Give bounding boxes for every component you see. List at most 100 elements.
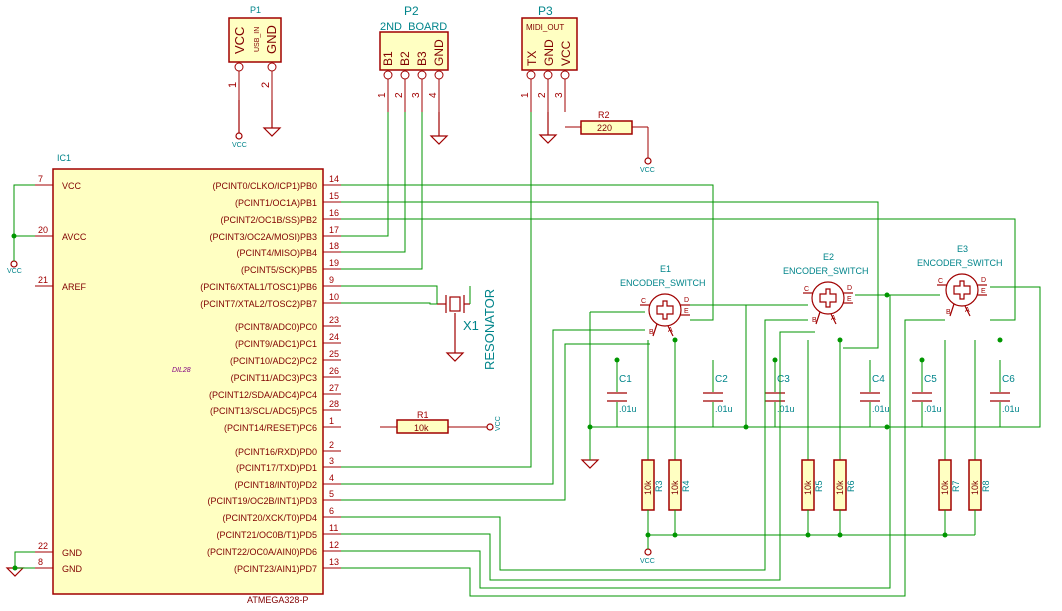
resistor-ref: R6 bbox=[846, 480, 856, 492]
ic1-pin-number: 14 bbox=[329, 174, 339, 184]
svg-text:VCC: VCC bbox=[7, 268, 22, 275]
connector-p3[interactable]: P3 MIDI_OUT TX GND VCC 1 2 3 bbox=[520, 4, 578, 112]
capacitor-c6[interactable]: C6.01u bbox=[990, 360, 1020, 427]
encoder-ref: E1 bbox=[660, 264, 671, 274]
ic1-pin-name: (PCINT20/XCK/T0)PD4 bbox=[222, 513, 317, 523]
p3-pin bbox=[543, 70, 553, 80]
p1-pin-label: GND bbox=[264, 25, 279, 54]
ic1-pin-name: GND bbox=[62, 564, 83, 574]
capacitor-value: .01u bbox=[1002, 404, 1020, 414]
capacitor-ref: C5 bbox=[924, 374, 937, 385]
ic1-pin-name: (PCINT4/MISO)PB4 bbox=[236, 248, 317, 258]
p1-body bbox=[228, 17, 282, 63]
svg-text:3: 3 bbox=[554, 92, 565, 98]
p3-pin bbox=[560, 70, 570, 80]
ic1-pin-name: (PCINT17/TXD)PD1 bbox=[236, 463, 317, 473]
p2-pin bbox=[383, 70, 393, 80]
p1-pin-num: 1 bbox=[227, 82, 239, 88]
svg-text:C: C bbox=[938, 278, 943, 285]
capacitor-value: .01u bbox=[619, 404, 637, 414]
p3-ref: P3 bbox=[538, 4, 553, 18]
p1-ref: P1 bbox=[250, 5, 261, 15]
p1-pin-label: VCC bbox=[232, 27, 247, 54]
resonator-x1[interactable]: X1 RESONATOR bbox=[437, 289, 497, 370]
capacitor-c3[interactable]: C3.01u bbox=[765, 360, 795, 427]
connector-p1[interactable]: P1 VCC USB_IN GND 1 2 bbox=[227, 5, 282, 100]
ic1-footprint: DIL28 bbox=[172, 367, 191, 374]
p3-pin-label: GND bbox=[542, 39, 556, 66]
capacitor-ref: C4 bbox=[872, 374, 885, 385]
ic1-pin-number: 17 bbox=[329, 225, 339, 235]
ic1-pin-name: (PCINT21/OC0B/T1)PD5 bbox=[216, 530, 317, 540]
ic1-pin-number: 27 bbox=[329, 383, 339, 393]
ic1-ref: IC1 bbox=[57, 153, 71, 163]
ic1-pin-name: VCC bbox=[62, 181, 82, 191]
resistor-r2[interactable]: R2 220 bbox=[565, 110, 649, 158]
svg-text:220: 220 bbox=[597, 123, 612, 133]
resistor-value: 10k bbox=[670, 480, 680, 495]
resistor-value: 10k bbox=[835, 480, 845, 495]
svg-text:10k: 10k bbox=[414, 423, 429, 433]
ic1-atmega328[interactable]: IC1 ATMEGA328-P DIL28 7VCC20AVCC21AREF22… bbox=[35, 153, 341, 605]
ic1-pin-name: (PCINT0/CLKO/ICP1)PB0 bbox=[212, 181, 317, 191]
ic1-pin-name: (PCINT16/RXD)PD0 bbox=[235, 447, 317, 457]
ic1-pin-name: AREF bbox=[62, 282, 87, 292]
ground-icon bbox=[580, 459, 600, 469]
svg-text:D: D bbox=[684, 297, 689, 304]
ic1-pin-name: (PCINT1/OC1A)PB1 bbox=[235, 198, 317, 208]
capacitor-c1[interactable]: C1.01u bbox=[607, 360, 637, 427]
ic1-pin-number: 16 bbox=[329, 208, 339, 218]
svg-text:E: E bbox=[684, 308, 689, 315]
ic1-pin-name: (PCINT11/ADC3)PC3 bbox=[231, 373, 317, 383]
ic1-pin-number: 25 bbox=[329, 349, 339, 359]
ic1-pin-number: 15 bbox=[329, 191, 339, 201]
ic1-pin-number: 3 bbox=[329, 456, 334, 466]
svg-text:R2: R2 bbox=[598, 110, 610, 120]
p2-ref: P2 bbox=[404, 4, 419, 18]
capacitor-c5[interactable]: C5.01u bbox=[912, 360, 942, 427]
p1-pin bbox=[267, 62, 277, 72]
svg-text:VCC: VCC bbox=[640, 167, 655, 174]
ic1-pin-number: 4 bbox=[329, 473, 334, 483]
svg-text:X1: X1 bbox=[463, 318, 479, 333]
ic1-pin-name: (PCINT9/ADC1)PC1 bbox=[235, 339, 317, 349]
capacitor-ref: C3 bbox=[777, 374, 790, 385]
p2-pin-label: GND bbox=[432, 39, 446, 66]
ic1-pin-number: 10 bbox=[329, 292, 339, 302]
ic1-pin-number: 11 bbox=[329, 523, 338, 533]
ic1-pin-number: 24 bbox=[329, 332, 339, 342]
svg-text:B: B bbox=[946, 309, 951, 316]
p3-pin bbox=[526, 70, 536, 80]
svg-text:E: E bbox=[981, 288, 986, 295]
capacitor-c4[interactable]: C4 .01u bbox=[860, 360, 890, 427]
svg-text:RESONATOR: RESONATOR bbox=[482, 289, 497, 370]
ic1-pin-name: (PCINT14/RESET)PC6 bbox=[224, 423, 317, 433]
svg-text:R1: R1 bbox=[417, 410, 429, 420]
capacitor-c2[interactable]: C2.01u bbox=[703, 360, 733, 427]
ic1-pin-number: 23 bbox=[329, 315, 339, 325]
resistor-value: 10k bbox=[803, 480, 813, 495]
ic1-right-pins: 14 (PCINT0/CLKO/ICP1)PB0 15 (PCINT1/OC1A)PB… bbox=[200, 174, 341, 574]
crystal-icon bbox=[449, 296, 461, 312]
resistor-ref: R8 bbox=[981, 480, 991, 492]
svg-text:3: 3 bbox=[411, 92, 422, 98]
svg-text:B: B bbox=[649, 329, 654, 336]
ground-icon bbox=[538, 134, 558, 144]
resistor-r1[interactable]: R1 10k bbox=[380, 410, 487, 434]
capacitor-value: .01u bbox=[872, 404, 890, 414]
p3-body bbox=[521, 17, 578, 71]
svg-text:C: C bbox=[641, 298, 646, 305]
resistor-value: 10k bbox=[940, 480, 950, 495]
